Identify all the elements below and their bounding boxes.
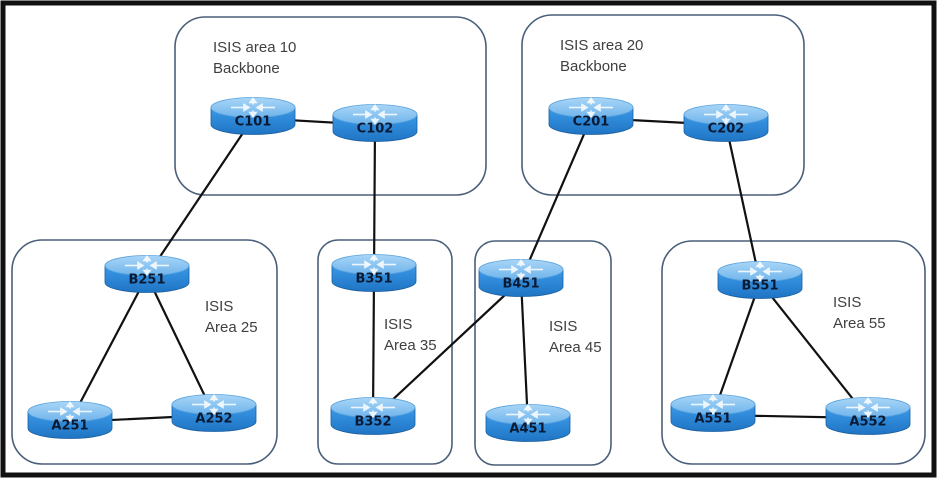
area-box-35 bbox=[317, 239, 453, 465]
router-arrows-icon bbox=[569, 97, 613, 118]
router-label: A552 bbox=[849, 415, 886, 430]
link-c201-b451 bbox=[519, 116, 593, 282]
link-b451-b352 bbox=[371, 278, 523, 420]
area-label-area45-line1: ISIS bbox=[549, 318, 577, 335]
router-arrows-icon bbox=[846, 397, 890, 418]
router-label: A451 bbox=[509, 422, 546, 437]
link-b451-a451 bbox=[519, 278, 530, 427]
link-b351-b352 bbox=[371, 273, 376, 420]
router-arrows-icon bbox=[704, 104, 748, 125]
router-arrows-icon bbox=[738, 261, 782, 282]
router-arrows-icon bbox=[231, 97, 275, 118]
area-label-area10-line1: ISIS area 10 bbox=[213, 39, 296, 56]
link-c101-b251 bbox=[145, 116, 255, 278]
router-a252[interactable]: A252 bbox=[171, 394, 257, 432]
router-b351[interactable]: B351 bbox=[331, 254, 417, 292]
router-b551[interactable]: B551 bbox=[717, 261, 803, 299]
link-b251-a252 bbox=[145, 274, 216, 417]
router-c102[interactable]: C102 bbox=[332, 104, 418, 142]
link-b551-a552 bbox=[758, 280, 870, 420]
router-label: B451 bbox=[502, 277, 539, 292]
router-arrows-icon bbox=[125, 255, 169, 276]
router-a451[interactable]: A451 bbox=[485, 404, 571, 442]
router-arrows-icon bbox=[499, 259, 543, 280]
router-label: C202 bbox=[708, 122, 745, 137]
area-label-area45-line2: Area 45 bbox=[549, 339, 602, 356]
router-arrows-icon bbox=[353, 104, 397, 125]
router-label: B352 bbox=[354, 415, 391, 430]
router-label: C101 bbox=[235, 115, 272, 130]
area-label-area55-line2: Area 55 bbox=[833, 315, 886, 332]
router-arrows-icon bbox=[691, 394, 735, 415]
area-label-area35-line2: Area 35 bbox=[384, 337, 437, 354]
area-box-10 bbox=[174, 16, 487, 196]
link-c102-b351 bbox=[372, 123, 377, 277]
router-b451[interactable]: B451 bbox=[478, 259, 564, 297]
router-a551[interactable]: A551 bbox=[670, 394, 756, 432]
router-label: C201 bbox=[573, 115, 610, 130]
area-label-area20-line1: ISIS area 20 bbox=[560, 37, 643, 54]
router-c202[interactable]: C202 bbox=[683, 104, 769, 142]
router-arrows-icon bbox=[351, 397, 395, 418]
router-b352[interactable]: B352 bbox=[330, 397, 416, 435]
area-label-area55-line1: ISIS bbox=[833, 294, 861, 311]
area-label-area25-line1: ISIS bbox=[205, 298, 233, 315]
area-label-area10-line2: Backbone bbox=[213, 60, 280, 77]
router-c201[interactable]: C201 bbox=[548, 97, 634, 135]
area-label-area20-line2: Backbone bbox=[560, 58, 627, 75]
router-label: A551 bbox=[694, 412, 731, 427]
router-label: A251 bbox=[51, 419, 88, 434]
router-a552[interactable]: A552 bbox=[825, 397, 911, 435]
router-c101[interactable]: C101 bbox=[210, 97, 296, 135]
router-label: B551 bbox=[741, 279, 778, 294]
router-label: A252 bbox=[195, 412, 232, 427]
area-label-area35-line1: ISIS bbox=[384, 316, 412, 333]
link-b551-a551 bbox=[711, 280, 762, 417]
router-b251[interactable]: B251 bbox=[104, 255, 190, 293]
area-box-20 bbox=[521, 14, 805, 196]
link-c202-b551 bbox=[724, 123, 762, 284]
router-label: C102 bbox=[357, 122, 394, 137]
link-b251-a251 bbox=[68, 274, 149, 424]
router-label: B251 bbox=[128, 273, 165, 288]
router-arrows-icon bbox=[192, 394, 236, 415]
area-labels-layer: ISIS area 10 Backbone ISIS area 20 Backbone… bbox=[205, 37, 886, 356]
area-box-55 bbox=[661, 240, 926, 465]
router-arrows-icon bbox=[48, 401, 92, 422]
area-box-25 bbox=[11, 239, 278, 465]
router-arrows-icon bbox=[506, 404, 550, 425]
area-label-area25-line2: Area 25 bbox=[205, 319, 258, 336]
router-a251[interactable]: A251 bbox=[27, 401, 113, 439]
router-label: B351 bbox=[355, 272, 392, 287]
area-box-45 bbox=[474, 240, 612, 466]
router-arrows-icon bbox=[352, 254, 396, 275]
